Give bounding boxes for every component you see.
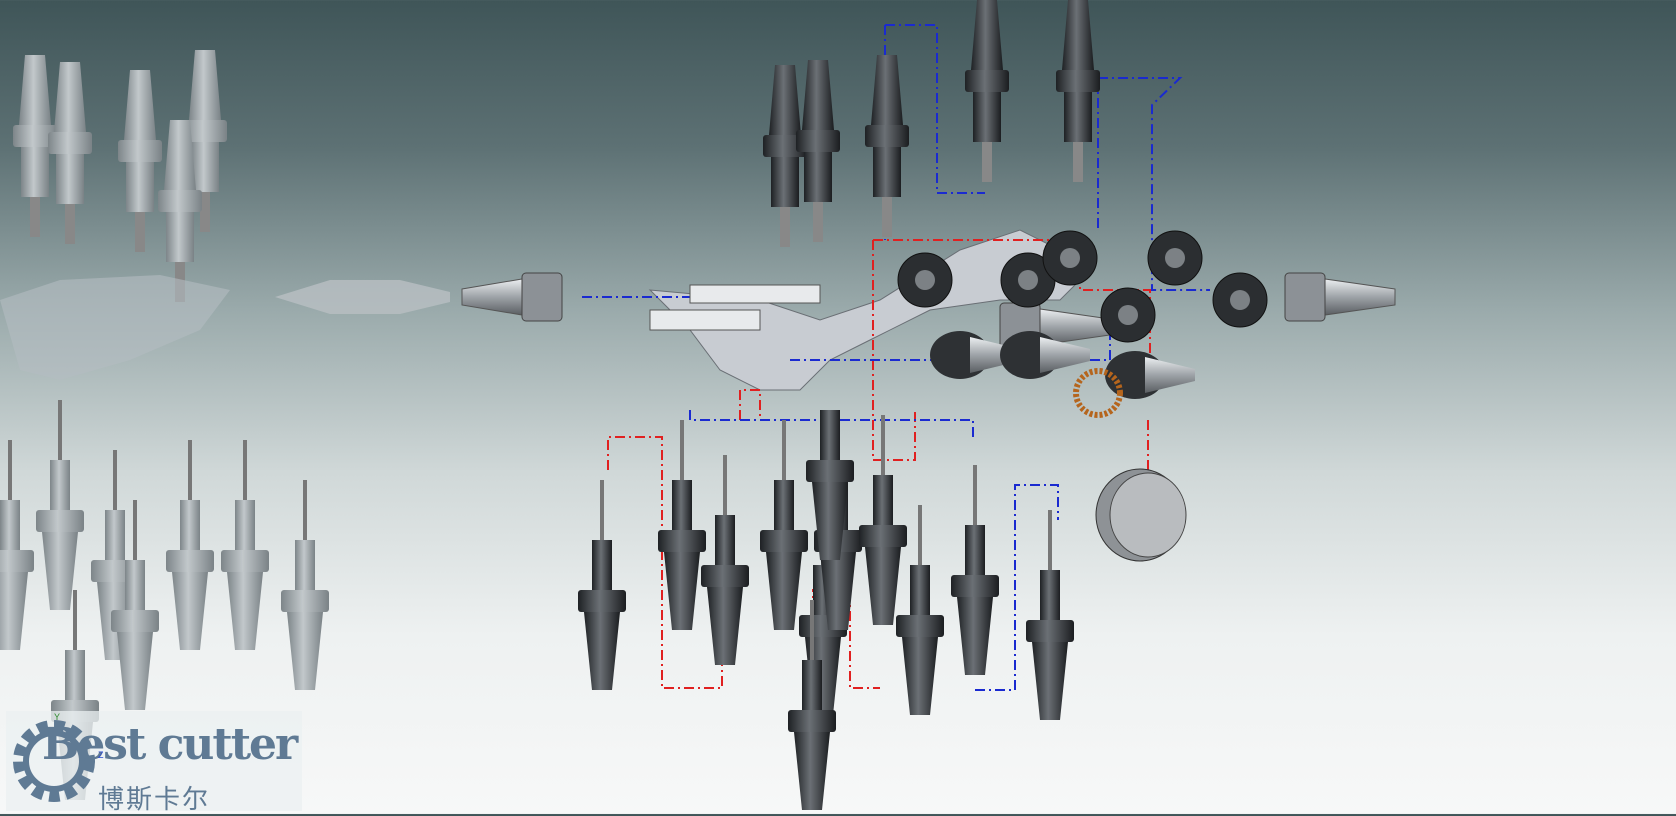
- axis-y-label: Y: [54, 712, 61, 722]
- dashed-path: [607, 436, 723, 689]
- brand-logo: Best cutter 博斯卡尔: [6, 711, 302, 814]
- tool-holder: [951, 465, 999, 675]
- tool-holder: [859, 415, 907, 625]
- logo-subtitle: 博斯卡尔: [98, 784, 211, 814]
- tool-holders: [461, 0, 1396, 810]
- ring-holder: [1212, 272, 1268, 328]
- tool-holder: [796, 60, 840, 242]
- tool-holder: [118, 70, 162, 252]
- axis-z-label: Z: [98, 750, 104, 760]
- tool-holder: [578, 480, 626, 690]
- logo-brand-text: Best cutter: [42, 719, 298, 770]
- tool-holder: [111, 500, 159, 710]
- dashed-path: [1098, 77, 1210, 291]
- tool-holder: [221, 440, 269, 650]
- dashed-path: [885, 24, 985, 194]
- tool-holder: [13, 55, 57, 237]
- tool-holder: [701, 455, 749, 665]
- tool-holder: [965, 0, 1009, 182]
- tool-holder: [896, 505, 944, 715]
- ring-holder: [1000, 252, 1056, 308]
- tool-holder: [1026, 510, 1074, 720]
- tool-holder: [658, 420, 706, 630]
- ring-holder: [1042, 230, 1098, 286]
- horizontal-tool-holder: [1284, 272, 1396, 322]
- disc-cutter: [1095, 468, 1187, 562]
- ring-holder: [897, 252, 953, 308]
- tool-holder: [166, 440, 214, 650]
- tool-holder: [788, 600, 836, 810]
- tool-holder: [158, 120, 202, 302]
- tool-holder: [48, 62, 92, 244]
- tool-holder: [1056, 0, 1100, 182]
- tool-holder: [806, 410, 854, 560]
- dashed-path: [739, 389, 761, 420]
- gear-icon: [13, 720, 95, 802]
- saw-blade: [1073, 368, 1123, 418]
- tool-holder: [760, 420, 808, 630]
- angled-tool-holder: [1000, 331, 1090, 379]
- tool-holder: [0, 440, 34, 650]
- tool-holder: [865, 55, 909, 237]
- ring-holder: [1100, 287, 1156, 343]
- tool-changer-arm: [0, 229, 1081, 391]
- dashed-path: [975, 484, 1059, 691]
- dashed-path: [872, 240, 916, 461]
- ring-holder: [1147, 230, 1203, 286]
- tool-holder: [763, 65, 807, 247]
- dashed-path: [689, 410, 974, 440]
- horizontal-tool-holder: [461, 272, 563, 322]
- tool-holder: [281, 480, 329, 690]
- tool-holder: [183, 50, 227, 232]
- tool-holder: [36, 400, 84, 610]
- faded-ghost-assembly: [0, 50, 450, 800]
